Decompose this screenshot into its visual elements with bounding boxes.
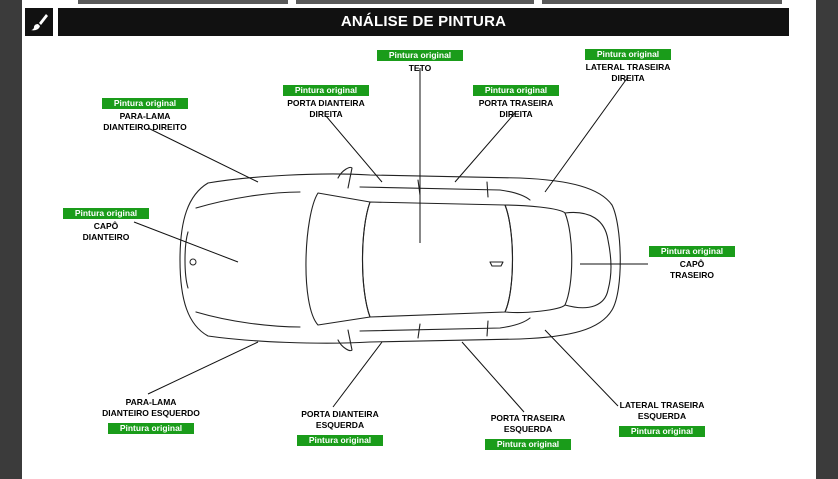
part-name: DIREITA — [309, 108, 343, 119]
leader-lines — [133, 68, 648, 413]
left-window-line — [359, 317, 531, 332]
section-title: ANÁLISE DE PINTURA — [58, 8, 789, 36]
status-badge: Pintura original — [648, 246, 736, 257]
label-para-lama-dianteiro-direito: Pintura original PARA-LAMA DIANTEIRO DIR… — [86, 93, 204, 132]
part-name: ESQUERDA — [503, 423, 553, 434]
status-badge: Pintura original — [376, 50, 464, 61]
part-name: DIANTEIRO ESQUERDO — [102, 407, 200, 418]
label-porta-dianteira-direita: Pintura original PORTA DIANTEIRA DIREITA — [268, 80, 384, 119]
part-name: ESQUERDA — [315, 419, 365, 430]
part-name: DIANTEIRO DIREITO — [103, 121, 187, 132]
left-mirror — [337, 329, 353, 352]
part-name: CAPÔ — [93, 221, 119, 231]
label-porta-traseira-direita: Pintura original PORTA TRASEIRA DIREITA — [458, 80, 574, 119]
part-name: ESQUERDA — [637, 410, 687, 421]
label-capo-traseiro: Pintura original CAPÔ TRASEIRO — [636, 241, 748, 280]
part-name: DIREITA — [499, 108, 533, 119]
part-name: PARA-LAMA — [125, 397, 177, 407]
report-page — [22, 0, 816, 479]
status-badge: Pintura original — [472, 85, 560, 96]
paintbrush-icon — [25, 8, 53, 36]
status-badge: Pintura original — [101, 98, 189, 109]
top-photo-strip — [296, 0, 534, 4]
part-name: CAPÔ — [679, 259, 705, 269]
left-door-seam — [417, 320, 489, 339]
status-badge: Pintura original — [282, 85, 370, 96]
status-badge: Pintura original — [62, 208, 150, 219]
label-porta-traseira-esquerda: PORTA TRASEIRA ESQUERDA Pintura original — [470, 413, 586, 452]
hood-emblem — [189, 258, 197, 266]
label-teto: Pintura original TETO — [370, 45, 470, 74]
label-porta-dianteira-esquerda: PORTA DIANTEIRA ESQUERDA Pintura origina… — [282, 409, 398, 448]
label-lateral-traseira-esquerda: LATERAL TRASEIRA ESQUERDA Pintura origin… — [602, 400, 722, 439]
part-name: PARA-LAMA — [119, 111, 171, 121]
part-name: TETO — [408, 63, 432, 73]
hood-crease — [195, 191, 301, 328]
roof-panel — [362, 201, 513, 318]
part-name: LATERAL TRASEIRA — [585, 62, 671, 72]
part-name: PORTA DIANTEIRA — [287, 98, 365, 108]
rear-window — [504, 204, 573, 314]
label-capo-dianteiro: Pintura original CAPÔ DIANTEIRO — [48, 203, 164, 242]
top-photo-strip — [542, 0, 782, 4]
part-name: DIREITA — [611, 72, 645, 83]
status-badge: Pintura original — [618, 426, 706, 437]
part-name: PORTA DIANTEIRA — [301, 409, 379, 419]
status-badge: Pintura original — [107, 423, 195, 434]
part-name: PORTA TRASEIRA — [478, 98, 554, 108]
part-name: DIANTEIRO — [82, 231, 130, 242]
front-bumper — [184, 231, 189, 289]
part-name: LATERAL TRASEIRA — [619, 400, 705, 410]
right-window-line — [359, 186, 531, 201]
part-name: TRASEIRO — [670, 269, 714, 280]
label-lateral-traseira-direita: Pintura original LATERAL TRASEIRA DIREIT… — [568, 44, 688, 83]
status-badge: Pintura original — [296, 435, 384, 446]
top-photo-strip — [78, 0, 288, 4]
car-body-outline — [179, 173, 621, 344]
status-badge: Pintura original — [584, 49, 672, 60]
status-badge: Pintura original — [484, 439, 572, 450]
windshield — [305, 192, 371, 326]
trunk-lid — [564, 211, 612, 309]
part-name: PORTA TRASEIRA — [490, 413, 566, 423]
roof-antenna — [489, 261, 504, 267]
paint-analysis-header: ANÁLISE DE PINTURA — [25, 8, 789, 36]
label-para-lama-dianteiro-esquerdo: PARA-LAMA DIANTEIRO ESQUERDO Pintura ori… — [88, 397, 214, 436]
right-mirror — [337, 166, 353, 189]
